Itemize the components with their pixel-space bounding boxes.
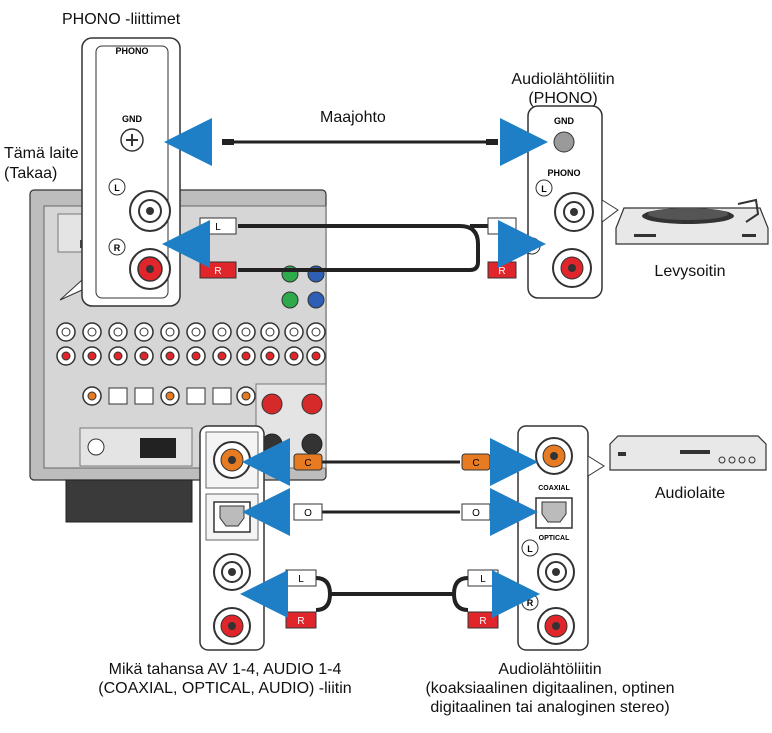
coaxial-label: COAXIAL	[538, 485, 570, 492]
analog-r-tag-right: R	[479, 616, 486, 627]
ground-wire-label: Maajohto	[320, 109, 386, 126]
r-mark-right: R	[529, 242, 536, 252]
audio-out-bottom-2: (koaksiaalinen digitaalinen, optinen	[425, 680, 675, 697]
opt-tag-right: O	[472, 508, 480, 519]
gnd-label: GND	[122, 114, 143, 124]
l-mark: L	[114, 183, 120, 193]
r-mark: R	[114, 243, 121, 253]
audio-device-label: Audiolaite	[654, 485, 726, 502]
optical-cable: O O	[293, 503, 491, 521]
turntable-output-panel: GND PHONO L R	[523, 105, 619, 299]
l-mark-bottom: L	[527, 544, 533, 554]
receiver-optical-port	[134, 387, 154, 405]
phono-label-right: PHONO	[547, 168, 580, 178]
any-input-label-2: (COAXIAL, OPTICAL, AUDIO) -liitin	[98, 680, 352, 697]
analog-l-tag-left: L	[298, 574, 304, 585]
analog-l-tag-right: L	[480, 574, 486, 585]
phono-panel-title: PHONO	[115, 46, 148, 56]
receiver-optical-port	[108, 387, 128, 405]
input-zoom-panel	[199, 425, 265, 651]
audio-out-bottom-1: Audiolähtöliitin	[498, 661, 602, 678]
gnd-label-right: GND	[554, 116, 575, 126]
unit-label-line1: Tämä laite	[4, 145, 79, 162]
ground-wire	[222, 139, 498, 145]
cable-l-tag-right: L	[499, 222, 505, 233]
output-zoom-panel: COAXIAL OPTICAL L R	[517, 425, 605, 651]
r-mark-bottom: R	[527, 598, 534, 608]
phono-rca-cable: L R L R	[199, 217, 517, 279]
audio-out-title-2: (PHONO)	[528, 90, 598, 107]
receiver-rear-panel	[29, 189, 327, 523]
cable-l-tag: L	[215, 222, 221, 233]
phono-connectors-label: PHONO -liittimet	[62, 11, 181, 28]
turntable-icon	[615, 198, 769, 245]
audio-out-bottom-3: digitaalinen tai analoginen stereo)	[430, 699, 670, 716]
optical-label: OPTICAL	[539, 535, 570, 542]
coax-tag-left: C	[304, 458, 311, 469]
receiver-jack-rows	[56, 322, 326, 406]
opt-tag-left: O	[304, 508, 312, 519]
turntable-label: Levysoitin	[654, 263, 726, 280]
coaxial-cable: C C	[293, 453, 491, 471]
any-input-label-1: Mikä tahansa AV 1-4, AUDIO 1-4	[108, 661, 342, 678]
analog-rca-cable: L R L R	[285, 569, 499, 629]
analog-r-tag-left: R	[297, 616, 304, 627]
l-mark-right: L	[541, 184, 547, 194]
phono-zoom-panel: PHONO GND L R	[59, 37, 181, 307]
cable-r-tag: R	[214, 266, 221, 277]
coax-tag-right: C	[472, 458, 479, 469]
receiver-optical-port	[212, 387, 232, 405]
cable-r-tag-right: R	[498, 266, 505, 277]
receiver-optical-port	[186, 387, 206, 405]
audio-out-title-1: Audiolähtöliitin	[511, 71, 615, 88]
unit-label-line2: (Takaa)	[4, 165, 58, 182]
audio-device-icon	[609, 435, 767, 471]
